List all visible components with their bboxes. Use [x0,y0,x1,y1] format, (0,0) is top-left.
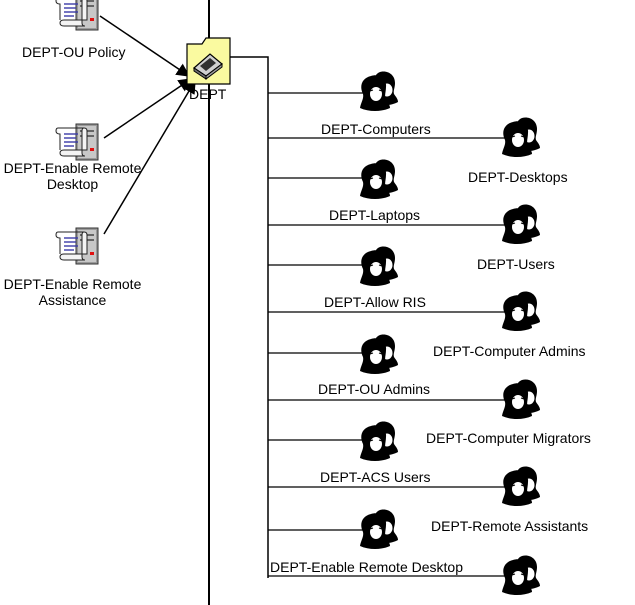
policy-link-remote-desktop [103,78,193,139]
group-label-computer-migrators: DEPT-Computer Migrators [426,430,591,446]
group-icon [359,71,399,112]
group-icon [359,421,399,462]
policy-server-icon [55,123,99,161]
ou-folder-icon [186,37,231,85]
group-icon [359,509,399,550]
policy-link-ou-policy [99,15,191,77]
group-label-computer-admins: DEPT-Computer Admins [433,343,586,359]
group-icon [359,246,399,287]
group-icon [501,204,541,245]
group-label-desktops: DEPT-Desktops [468,169,568,185]
policy-label-remote-desktop: DEPT-Enable Remote Desktop [3,160,142,192]
policy-server-icon [55,0,99,31]
group-label-laptops: DEPT-Laptops [329,207,421,223]
ou-label: DEPT [189,86,227,102]
group-label-acs-users: DEPT-ACS Users [320,469,431,485]
ou-branch-connector [210,56,269,578]
policy-link-remote-assistance [103,79,196,235]
group-icon [501,117,541,158]
group-icon [501,555,541,596]
group-icon [501,379,541,420]
group-icon [359,159,399,200]
group-icon [501,466,541,507]
group-label-allow-ris: DEPT-Allow RIS [324,294,426,310]
group-label-computers: DEPT-Computers [321,121,431,137]
policy-label-remote-assistance: DEPT-Enable Remote Assistance [3,276,142,308]
group-label-ou-admins: DEPT-OU Admins [318,381,431,397]
policy-label-ou-policy: DEPT-OU Policy [22,44,126,60]
group-icon [501,291,541,332]
group-label-users: DEPT-Users [477,256,555,272]
group-label-remote-assistants: DEPT-Remote Assistants [431,518,589,534]
group-label-enable-remote-desktop: DEPT-Enable Remote Desktop [270,559,463,575]
group-icon [359,334,399,375]
policy-server-icon [55,227,99,265]
